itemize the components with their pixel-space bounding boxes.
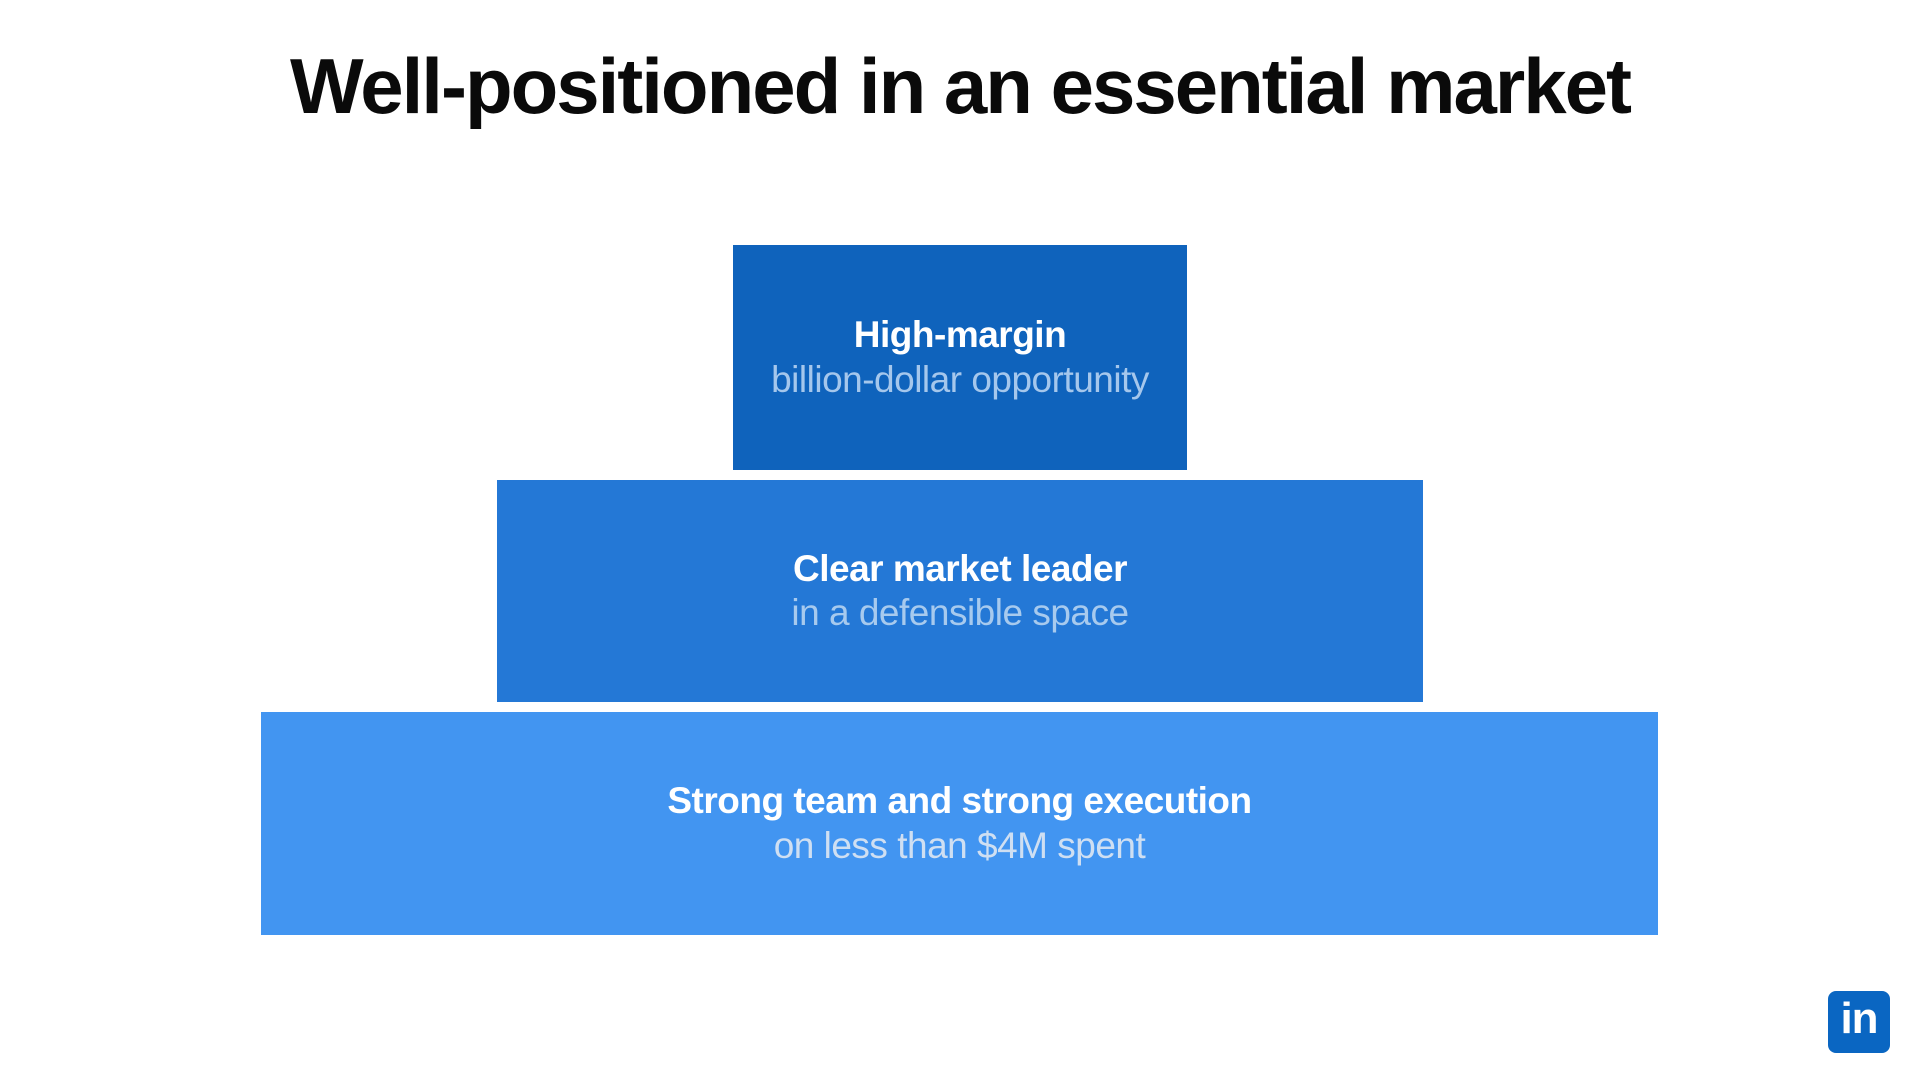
linkedin-logo: in	[1828, 991, 1890, 1053]
pyramid-level-top-subline: billion-dollar opportunity	[771, 358, 1149, 400]
linkedin-logo-text: in	[1840, 994, 1878, 1043]
pyramid-level-top-headline: High-margin	[853, 314, 1067, 356]
pyramid-level-bottom-subline: on less than $4M spent	[773, 824, 1146, 866]
pyramid-level-middle-headline: Clear market leader	[793, 547, 1127, 589]
slide-title: Well-positioned in an essential market	[290, 42, 1632, 130]
pyramid-level-bottom-headline: Strong team and strong execution	[667, 780, 1252, 822]
pyramid-level-middle-subline: in a defensible space	[791, 592, 1129, 633]
pyramid-level-bottom: Strong team and strong execution on less…	[261, 712, 1658, 935]
pyramid-level-middle: Clear market leader in a defensible spac…	[497, 480, 1423, 702]
pyramid-level-top: High-margin billion-dollar opportunity	[733, 245, 1187, 470]
